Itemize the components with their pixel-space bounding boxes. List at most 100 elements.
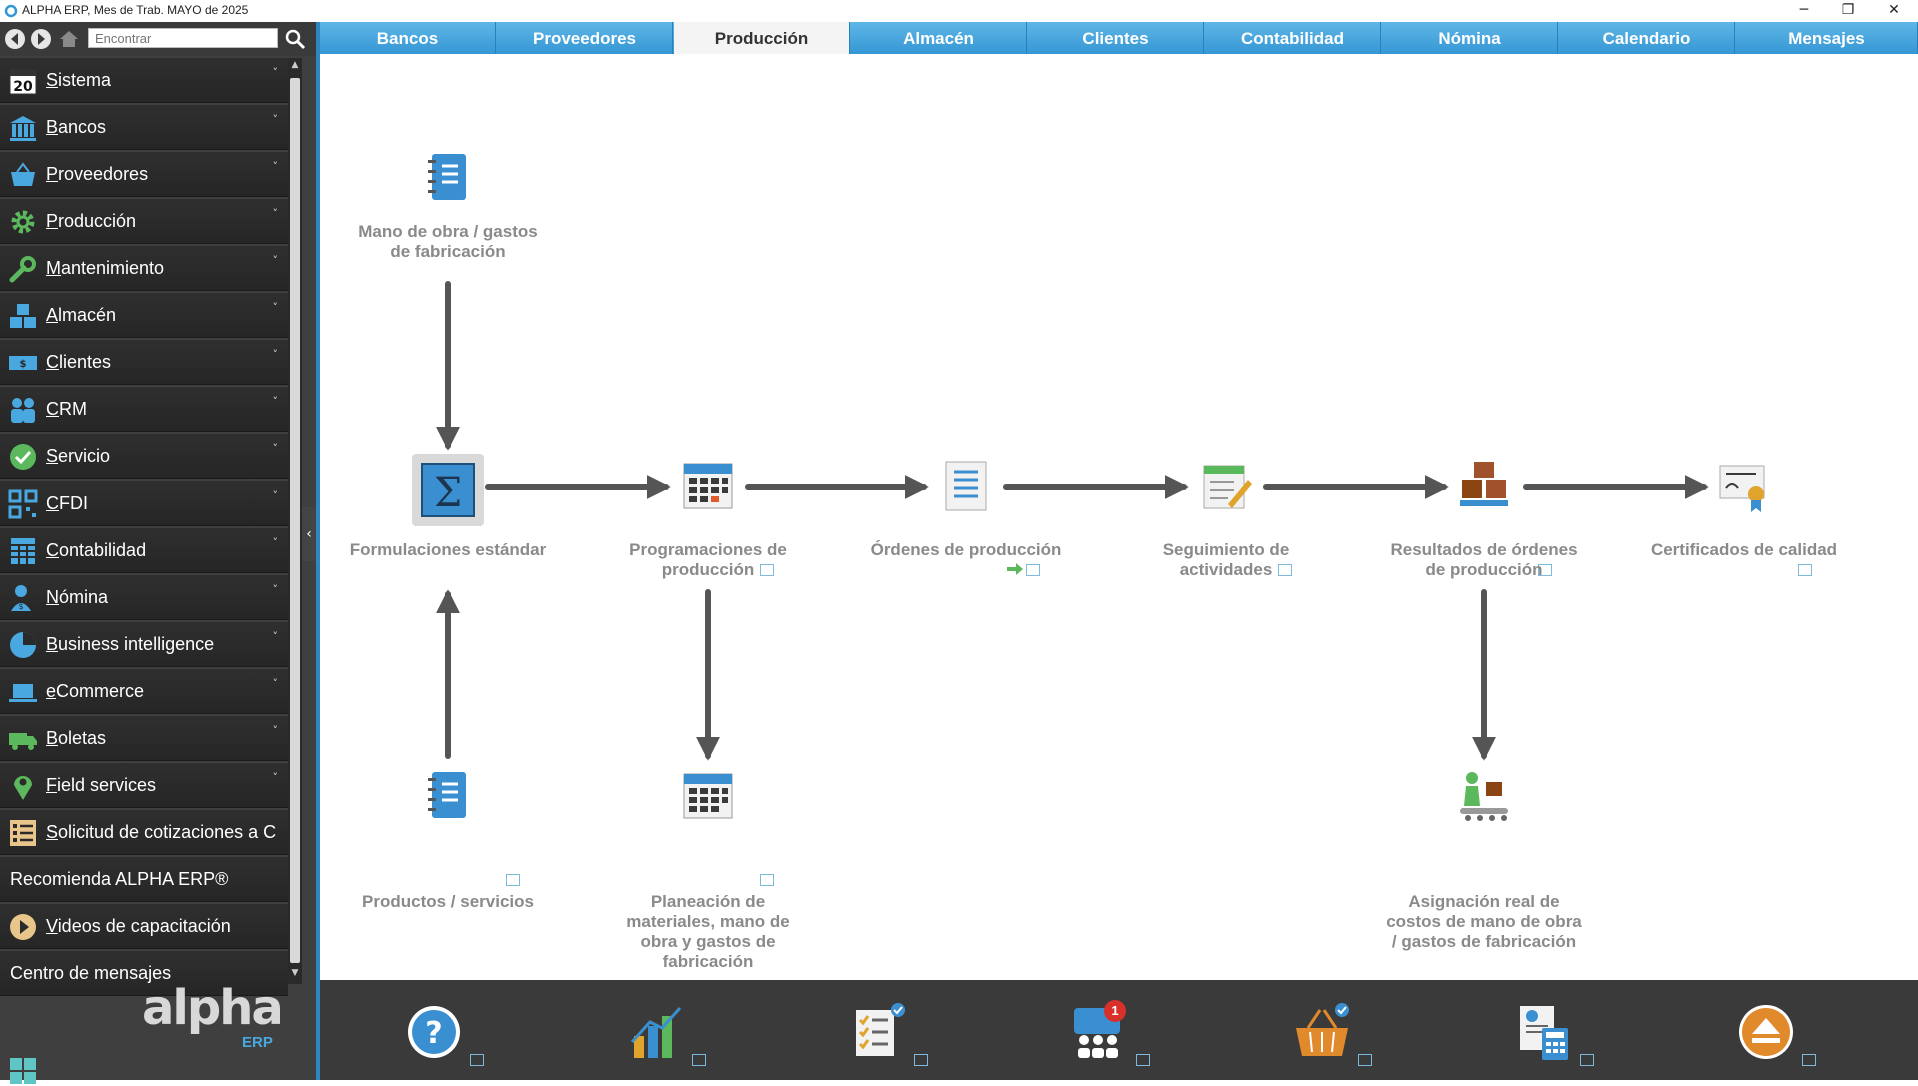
node-asignacion[interactable]: Asignación real de costos de mano de obr… [1384, 768, 1584, 980]
production-flow-canvas: Mano de obra / gastos de fabricación Σ F… [320, 54, 1918, 980]
sidebar-item-almacen[interactable]: Almacén ˅ [0, 293, 288, 338]
chevron-down-icon[interactable] [506, 874, 520, 886]
chevron-down-icon[interactable] [1580, 1054, 1594, 1066]
sidebar-item-crm[interactable]: CRM ˅ [0, 387, 288, 432]
sidebar-item-field-services[interactable]: Field services ˅ [0, 763, 288, 808]
tasks-icon[interactable] [848, 1002, 908, 1062]
node-label: Certificados de calidad [1650, 540, 1838, 559]
sidebar-item-videos[interactable]: Videos de capacitación [0, 904, 288, 949]
sidebar-item-produccion[interactable]: Producción ˅ [0, 199, 288, 244]
sidebar-item-sistema[interactable]: 20 Sistema ˅ [0, 58, 288, 103]
chevron-down-icon[interactable] [470, 1054, 484, 1066]
chevron-down-icon: ˅ [272, 254, 279, 267]
reports-icon[interactable] [1514, 1002, 1574, 1062]
node-label: Asignación real de costos de mano de obr… [1386, 892, 1582, 951]
home-icon[interactable] [58, 28, 80, 50]
chevron-down-icon[interactable] [914, 1054, 928, 1066]
tab-clientes[interactable]: Clientes [1028, 22, 1204, 54]
sidebar-item-label: Nómina [46, 587, 109, 607]
wrench-icon [9, 256, 36, 283]
tab-calendario[interactable]: Calendario [1559, 22, 1735, 54]
sidebar-item-label: Bancos [46, 117, 107, 137]
sidebar-item-centro-mensajes[interactable]: Centro de mensajes [0, 951, 288, 996]
bar-chart-icon[interactable] [626, 1002, 686, 1062]
help-icon[interactable]: ? [404, 1002, 464, 1062]
money-icon: $ [9, 356, 37, 370]
chevron-down-icon: ˅ [272, 348, 279, 361]
green-arrow-icon[interactable] [1006, 562, 1024, 576]
node-label: Productos / servicios [362, 892, 534, 911]
sidebar-item-ecommerce[interactable]: eCommerce ˅ [0, 669, 288, 714]
sidebar-item-proveedores[interactable]: Proveedores ˅ [0, 152, 288, 197]
chevron-down-icon[interactable] [760, 564, 774, 576]
sidebar-item-bancos[interactable]: Bancos ˅ [0, 105, 288, 150]
sidebar-scrollbar[interactable]: ▲ ▼ [288, 58, 302, 984]
tiles-icon[interactable] [8, 1056, 38, 1086]
collapse-sidebar-button[interactable]: ‹ [302, 507, 316, 561]
sidebar-item-cfdi[interactable]: CFDI ˅ [0, 481, 288, 526]
map-pin-icon [14, 776, 32, 800]
tab-mensajes[interactable]: Mensajes [1736, 22, 1918, 54]
sidebar-item-solicitud-cotizaciones[interactable]: Solicitud de cotizaciones a C [0, 810, 288, 855]
tab-contabilidad[interactable]: Contabilidad [1205, 22, 1381, 54]
search-icon[interactable] [284, 28, 306, 50]
sidebar-item-label: Centro de mensajes [10, 963, 172, 983]
sidebar-item-label: Contabilidad [46, 540, 147, 560]
scroll-up-icon[interactable]: ▲ [291, 60, 299, 70]
chevron-down-icon: ˅ [272, 395, 279, 408]
messages-button[interactable]: 1 [1070, 1000, 1130, 1062]
sidebar-item-contabilidad[interactable]: Contabilidad ˅ [0, 528, 288, 573]
sidebar-item-label: Producción [46, 211, 137, 231]
qr-icon [8, 489, 38, 519]
close-button[interactable]: ✕ [1888, 2, 1900, 18]
shop-basket-icon[interactable] [1292, 1002, 1352, 1062]
sidebar-item-business-intelligence[interactable]: Business intelligence ˅ [0, 622, 288, 667]
chevron-down-icon[interactable] [1026, 564, 1040, 576]
chevron-down-icon[interactable] [1278, 564, 1292, 576]
sidebar-item-label: CRM [46, 399, 87, 419]
sidebar-item-clientes[interactable]: $ Clientes ˅ [0, 340, 288, 385]
tab-almacen[interactable]: Almacén [851, 22, 1027, 54]
minimize-button[interactable]: ─ [1799, 2, 1809, 18]
search-input[interactable] [88, 28, 278, 48]
scrollbar-thumb[interactable] [290, 78, 300, 963]
node-label: Órdenes de producción [870, 540, 1062, 559]
chevron-down-icon[interactable] [1802, 1054, 1816, 1066]
chevron-down-icon[interactable] [1358, 1054, 1372, 1066]
tab-proveedores[interactable]: Proveedores [497, 22, 673, 54]
tab-bancos[interactable]: Bancos [320, 22, 496, 54]
chevron-down-icon[interactable] [1798, 564, 1812, 576]
chevron-down-icon[interactable] [760, 874, 774, 886]
node-label: Resultados de órdenes de producción [1390, 540, 1578, 579]
logout-icon[interactable] [1736, 1002, 1796, 1062]
sidebar-item-label: CFDI [46, 493, 88, 513]
sidebar-item-label: Mantenimiento [46, 258, 165, 278]
chevron-down-icon[interactable] [692, 1054, 706, 1066]
sidebar-item-nomina[interactable]: $ Nómina ˅ [0, 575, 288, 620]
sidebar-item-label: eCommerce [46, 681, 145, 701]
search-bar [0, 22, 316, 56]
restore-button[interactable]: ❐ [1841, 2, 1855, 18]
sidebar-item-recomienda[interactable]: Recomienda ALPHA ERP® [0, 857, 288, 902]
sidebar-item-mantenimiento[interactable]: Mantenimiento ˅ [0, 246, 288, 291]
sidebar-item-servicio[interactable]: Servicio ˅ [0, 434, 288, 479]
sidebar-item-label: Clientes [46, 352, 112, 372]
tab-produccion[interactable]: Producción [674, 22, 850, 54]
chevron-down-icon: ˅ [272, 207, 279, 220]
chevron-down-icon[interactable] [1538, 564, 1552, 576]
chevron-down-icon[interactable] [1136, 1054, 1150, 1066]
forward-arrow-icon[interactable] [30, 28, 52, 50]
chevron-down-icon: ˅ [272, 113, 279, 126]
tab-nomina[interactable]: Nómina [1382, 22, 1558, 54]
boxes-icon [10, 304, 36, 328]
notebook-icon [428, 154, 466, 200]
sidebar-item-label: Solicitud de cotizaciones a C [46, 822, 277, 842]
node-planeacion[interactable]: Planeación de materiales, mano de obra y… [608, 768, 808, 980]
basket-icon [11, 162, 35, 186]
boxes-pallet-icon [1460, 462, 1508, 506]
svg-text:20: 20 [13, 79, 33, 95]
module-tabs: Bancos Proveedores Producción Almacén Cl… [320, 22, 1918, 54]
back-arrow-icon[interactable] [4, 28, 26, 50]
scroll-down-icon[interactable]: ▼ [291, 968, 299, 978]
sidebar-item-boletas[interactable]: Boletas ˅ [0, 716, 288, 761]
